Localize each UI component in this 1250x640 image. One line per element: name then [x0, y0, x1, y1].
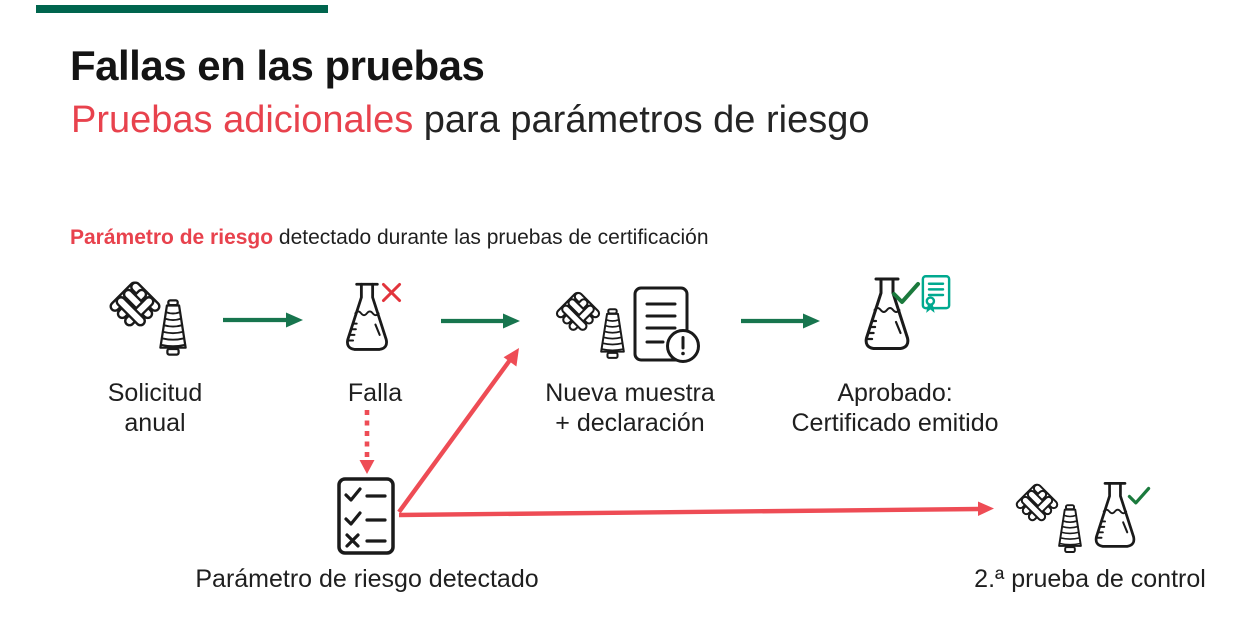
risk-checklist-icon: [336, 476, 396, 556]
fabric-yarn-and-declaration-icon: [552, 288, 634, 364]
step-label-aprobado: Aprobado: Certificado emitido: [791, 379, 999, 437]
intro-rest: detectado durante las pruebas de certifi…: [273, 226, 709, 249]
red-branch-arrow-right: [398, 501, 994, 518]
step-label-nueva-muestra: Nueva muestra + declaración: [545, 379, 715, 437]
green-arrow-1: [223, 312, 303, 328]
intro-line: Parámetro de riesgo detectado durante la…: [70, 226, 709, 250]
green-check-icon: [892, 282, 920, 304]
step-label-solicitud: Solicitud anual: [107, 379, 203, 437]
branch-label: Parámetro de riesgo detectado: [195, 565, 539, 593]
intro-highlight: Parámetro de riesgo: [70, 226, 274, 249]
flask-approved-certificate-icon: [853, 266, 953, 358]
page-subtitle: Pruebas adicionales para parámetros de r…: [71, 99, 869, 142]
fabric-and-yarn-icon: [105, 277, 195, 359]
step-label-falla: Falla: [347, 379, 403, 407]
red-dotted-arrow: [359, 410, 375, 474]
green-check-icon: [1127, 486, 1151, 505]
control-flask-approved-icon: [1086, 474, 1154, 556]
control-fabric-and-yarn-icon: [1012, 480, 1088, 554]
green-arrow-2: [441, 313, 520, 329]
control-label: 2.ª prueba de control: [974, 565, 1206, 593]
declaration-document-icon: [632, 285, 702, 367]
red-x-icon: [381, 282, 402, 303]
flask-failed-icon: [337, 279, 407, 357]
red-branch-arrow-up: [397, 348, 519, 514]
subtitle-rest: para parámetros de riesgo: [413, 99, 870, 141]
subtitle-highlight: Pruebas adicionales: [71, 99, 414, 141]
accent-bar: [36, 5, 328, 13]
green-arrow-3: [741, 313, 820, 329]
page-title: Fallas en las pruebas: [70, 42, 485, 89]
certificate-icon: [921, 275, 951, 315]
